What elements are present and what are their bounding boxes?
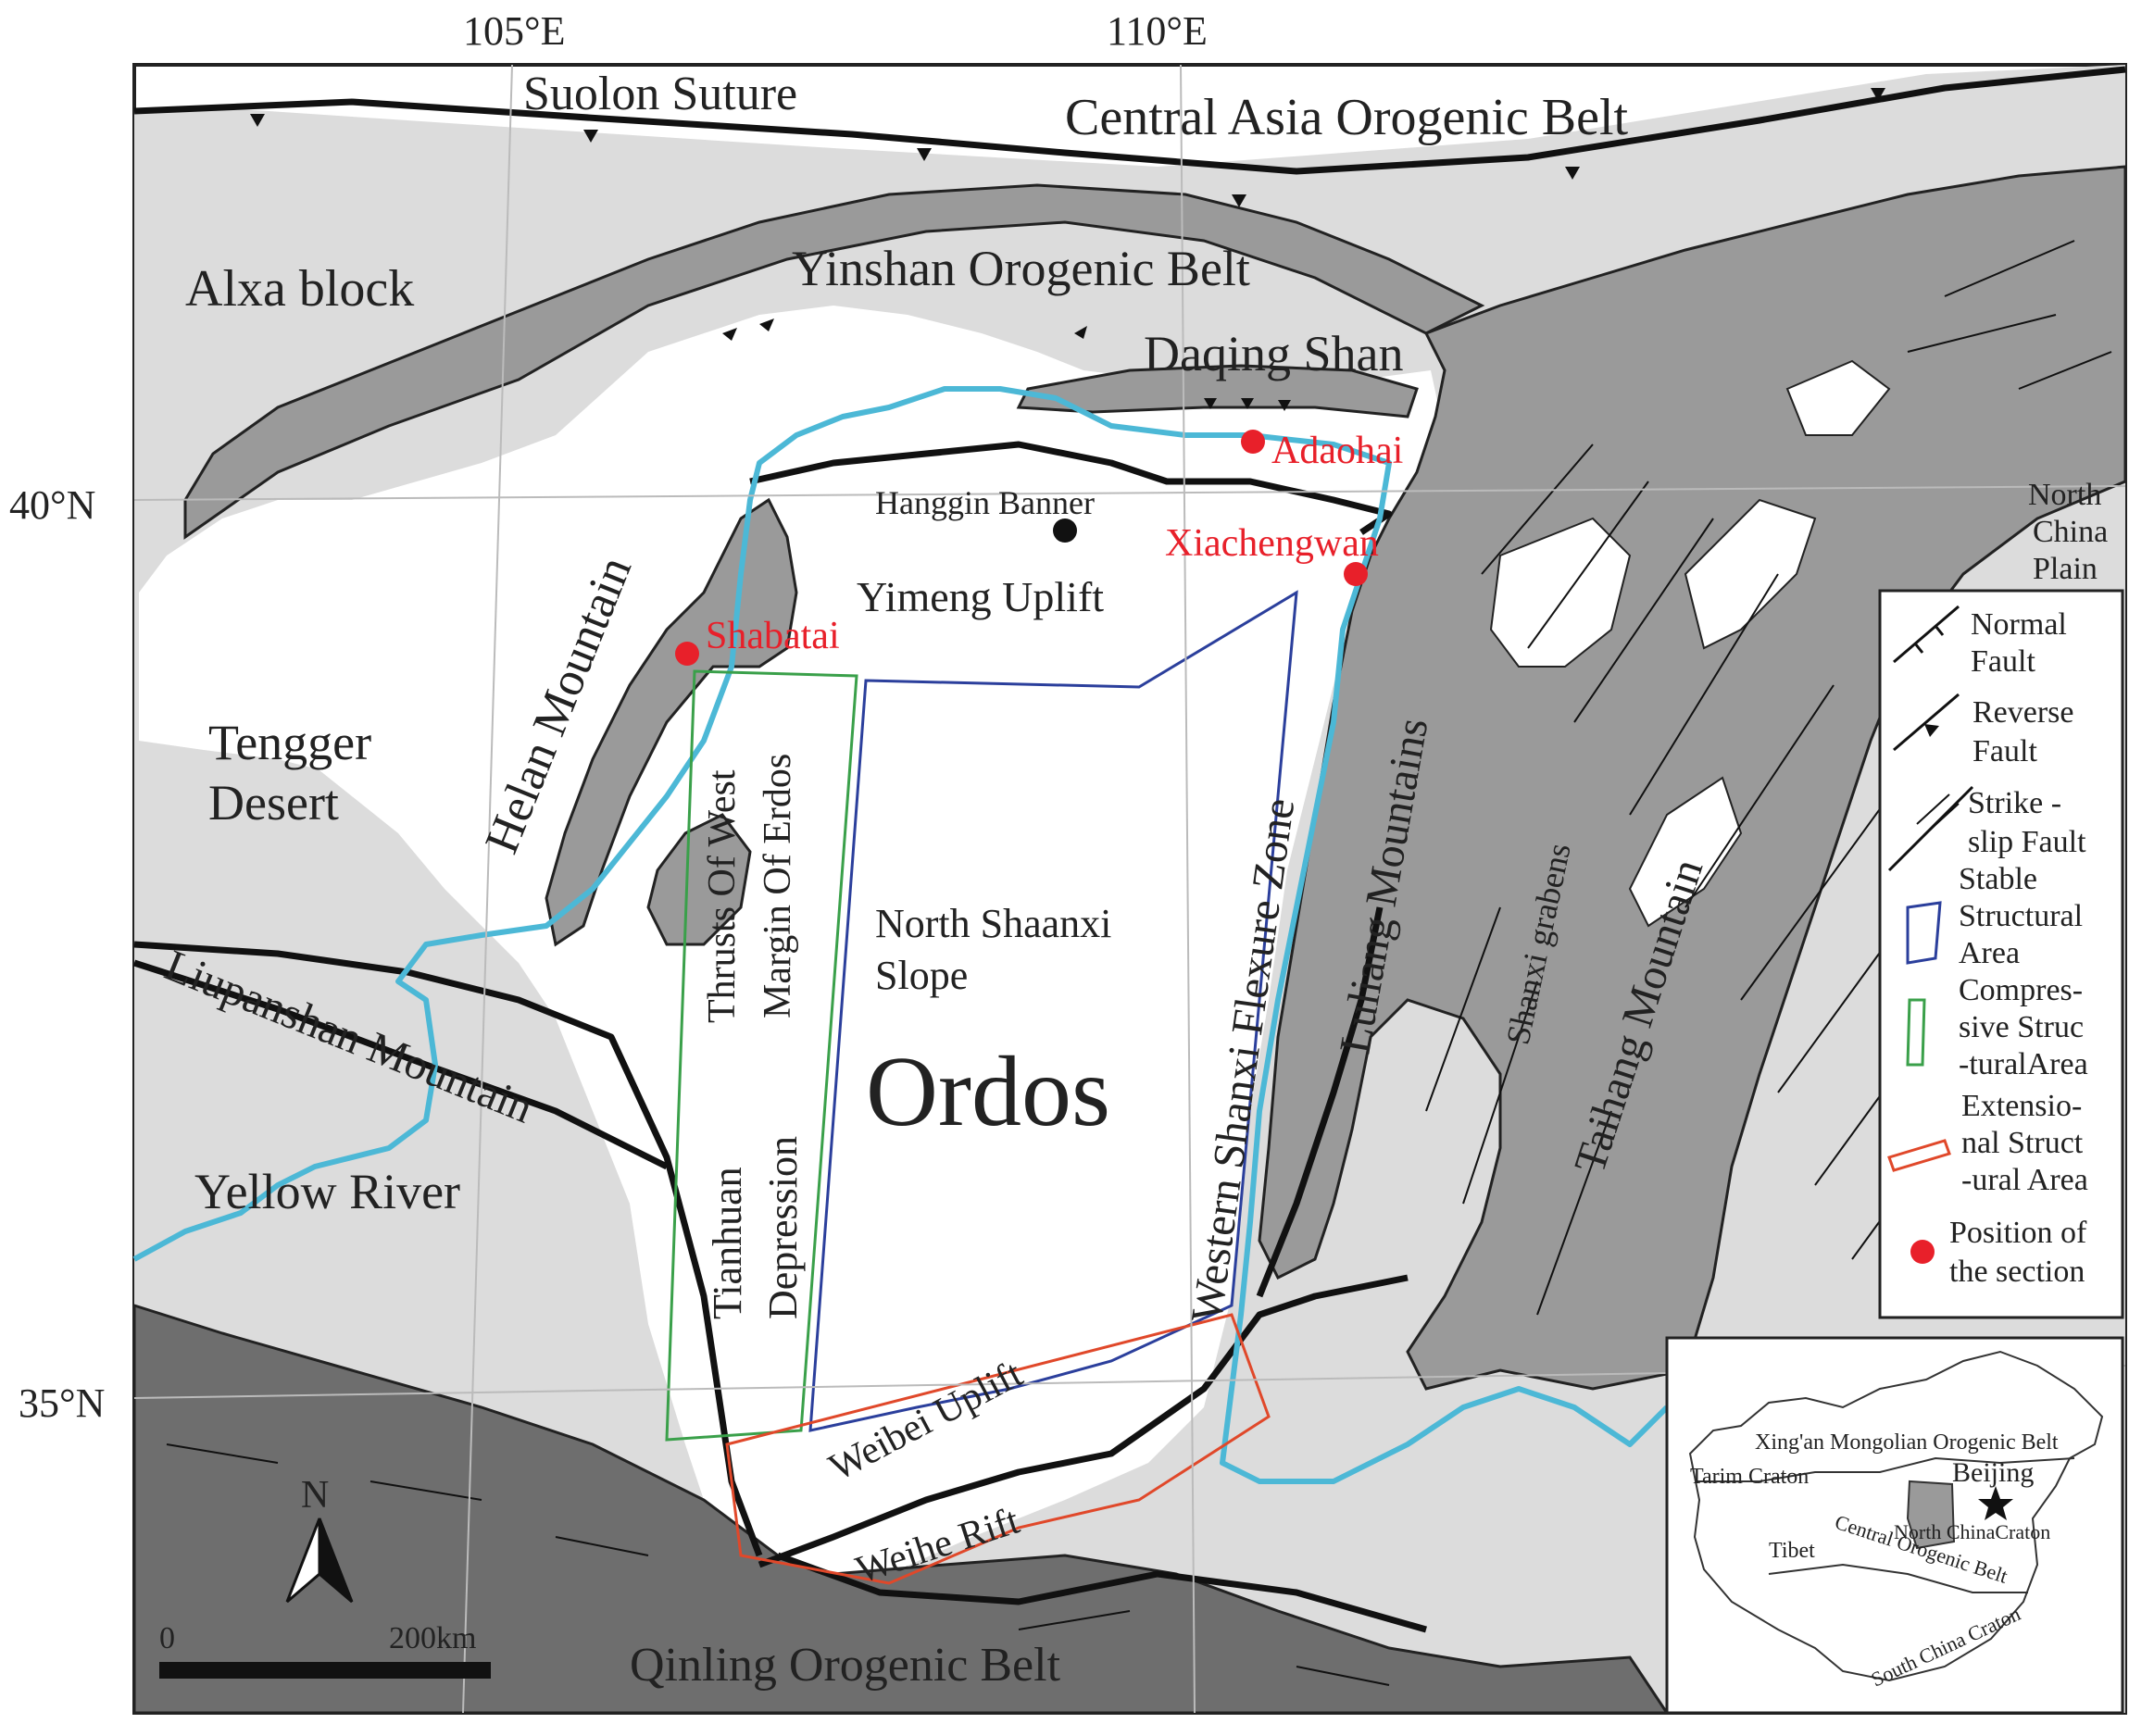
yellow-river-line <box>132 386 1670 1484</box>
legend-reverse-fault: Reverse Fault <box>1893 693 2074 768</box>
thrusts-label-1: Thrusts Of West <box>701 769 744 1023</box>
reverse-fault-ticks <box>250 88 1885 411</box>
north-china-plain-1: North <box>2028 478 2101 512</box>
legend-strike-2: slip Fault <box>1968 825 2086 859</box>
legend: Normal Fault Reverse Fault Strike - slip… <box>1878 589 2124 1319</box>
lat-40-label: 40°N <box>9 482 95 528</box>
scale-zero: 0 <box>159 1621 175 1655</box>
compressive-structural-area <box>665 669 858 1442</box>
legend-stable-3: Area <box>1959 936 2020 970</box>
xiachengwan-marker <box>1344 562 1368 586</box>
legend-compressive-area: Compres- sive Struc -turalArea <box>1906 973 2088 1081</box>
mid-gray-belts <box>183 165 2127 1391</box>
suolon-suture-label: Suolon Suture <box>523 68 797 120</box>
hanggin-banner-marker <box>1053 518 1077 543</box>
legend-position-2: the section <box>1949 1255 2085 1289</box>
central-asia-label: Central Asia Orogenic Belt <box>1065 89 1629 146</box>
legend-extensional-3: -ural Area <box>1961 1163 2088 1197</box>
inset-tibet: Tibet <box>1769 1539 1815 1563</box>
daqing-label: Daqing Shan <box>1144 326 1403 381</box>
extensional-structural-area <box>725 1313 1271 1585</box>
qinling-label: Qinling Orogenic Belt <box>630 1639 1061 1692</box>
ordos-label: Ordos <box>866 1037 1110 1147</box>
legend-stable-area: Stable Structural Area <box>1906 862 2083 970</box>
legend-strike-1: Strike - <box>1968 786 2061 820</box>
legend-reverse-2: Fault <box>1972 734 2037 768</box>
xiachengwan-label: Xiachengwan <box>1165 522 1379 565</box>
legend-extensional-1: Extensio- <box>1961 1089 2082 1123</box>
north-arrow-label: N <box>301 1474 329 1517</box>
inset-china-outline <box>1688 1350 2104 1682</box>
north-shaanxi-label-2: Slope <box>875 953 968 998</box>
scale-max: 200km <box>389 1621 476 1655</box>
white-interior <box>139 306 1445 1583</box>
white-patches <box>1489 359 1891 928</box>
legend-reverse-1: Reverse <box>1972 695 2074 730</box>
scale-bar: 0 200km <box>159 1621 491 1679</box>
lon-105-label: 105°E <box>463 8 565 54</box>
inset-tarim: Tarim Craton <box>1690 1465 1809 1489</box>
section-markers <box>675 430 1368 666</box>
legend-stable-2: Structural <box>1959 899 2083 933</box>
alxa-label: Alxa block <box>185 260 414 318</box>
north-shaanxi-label-1: North Shaanxi <box>875 901 1111 946</box>
legend-normal-fault: Normal Fault <box>1893 605 2067 679</box>
legend-position-1: Position of <box>1949 1216 2087 1250</box>
legend-normal-2: Fault <box>1971 644 2035 679</box>
inset-north-china-craton: North ChinaCraton <box>1894 1520 2050 1543</box>
adaohai-label: Adaohai <box>1271 430 1403 472</box>
legend-compressive-1: Compres- <box>1959 973 2083 1007</box>
thrusts-label-2: Margin Of Erdos <box>757 754 799 1018</box>
dark-gray-areas <box>132 1303 1670 1715</box>
legend-stable-1: Stable <box>1959 862 2037 896</box>
tianhuan-label-1: Tianhuan <box>705 1167 750 1319</box>
tianhuan-label-2: Depression <box>760 1136 806 1319</box>
yellow-river-label: Yellow River <box>194 1164 460 1219</box>
yinshan-label: Yinshan Orogenic Belt <box>792 241 1250 296</box>
legend-compressive-2: sive Struc <box>1959 1010 2084 1044</box>
legend-compressive-3: -turalArea <box>1959 1047 2088 1081</box>
stable-structural-area <box>808 590 1298 1432</box>
tengger-label-1: Tengger <box>208 715 371 770</box>
north-china-plain-3: Plain <box>2033 552 2098 586</box>
tengger-label-2: Desert <box>208 775 339 831</box>
legend-normal-1: Normal <box>1971 607 2067 642</box>
legend-position: Position of the section <box>1910 1216 2087 1289</box>
shabatai-label: Shabatai <box>706 615 840 657</box>
lat-35-label: 35°N <box>19 1380 105 1426</box>
legend-strike-slip-fault: Strike - slip Fault <box>1887 785 2086 872</box>
adaohai-marker <box>1241 430 1265 454</box>
shabatai-marker <box>675 642 699 666</box>
lon-110-label: 110°E <box>1107 8 1208 54</box>
legend-extensional-area: Extensio- nal Struct -ural Area <box>1887 1089 2088 1197</box>
legend-extensional-2: nal Struct <box>1961 1126 2084 1160</box>
hanggin-label: Hanggin Banner <box>875 484 1095 521</box>
north-china-plain-2: China <box>2033 515 2108 549</box>
inset-xingan: Xing'an Mongolian Orogenic Belt <box>1755 1430 2059 1455</box>
north-arrow: N <box>285 1474 354 1604</box>
yimeng-label: Yimeng Uplift <box>857 573 1104 620</box>
inset-map: Xing'an Mongolian Orogenic Belt Tarim Cr… <box>1665 1336 2124 1715</box>
inset-beijing: Beijing <box>1952 1457 2034 1488</box>
